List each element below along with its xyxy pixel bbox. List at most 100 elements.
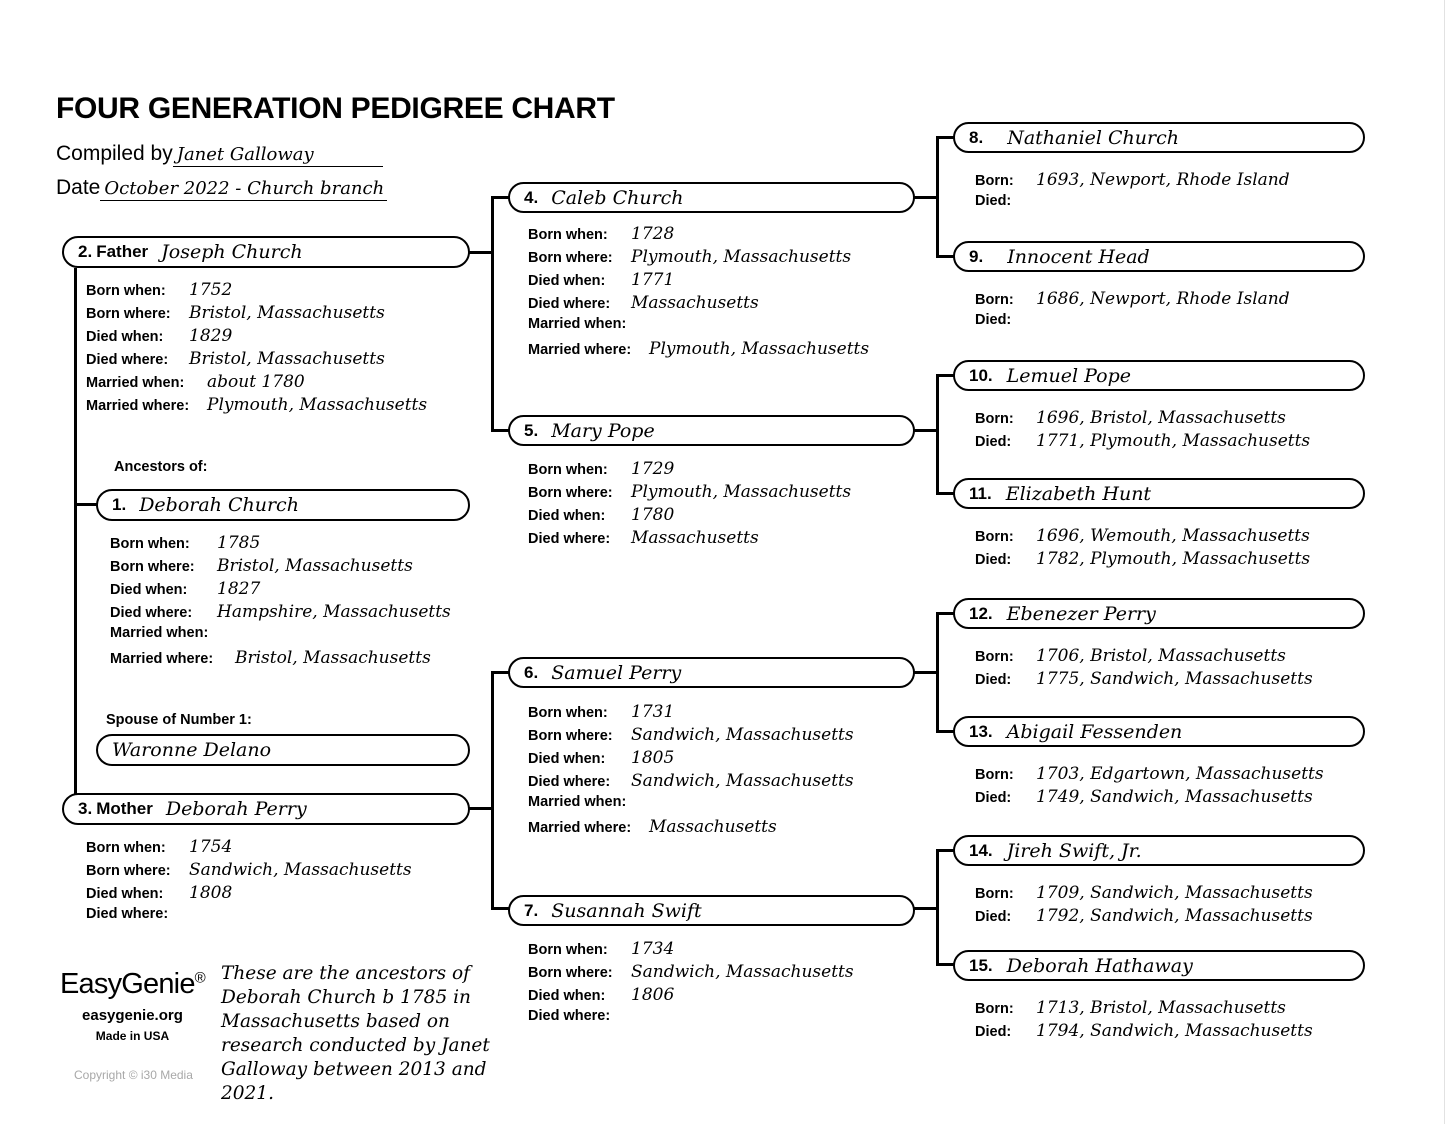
brand-made-in: Made in USA <box>95 1029 170 1043</box>
person-13-number: 13. <box>969 721 993 741</box>
person-box-12[interactable]: 12. Ebenezer Perry <box>953 598 1365 629</box>
person-box-3[interactable]: 3. Mother Deborah Perry <box>62 793 470 825</box>
person-6-fields: Born when:1731 Born where:Sandwich, Mass… <box>528 702 854 840</box>
field-born-where: Born where:Bristol, Massachusetts <box>110 556 413 576</box>
person-13-born[interactable]: 1703, Edgartown, Massachusetts <box>1036 764 1324 784</box>
spouse-name: Waronne Delano <box>112 739 272 761</box>
person-5-died-when[interactable]: 1780 <box>631 505 675 525</box>
person-box-14[interactable]: 14. Jireh Swift, Jr. <box>953 835 1365 866</box>
person-1-born-where[interactable]: Bristol, Massachusetts <box>217 556 413 576</box>
person-3-born-where[interactable]: Sandwich, Massachusetts <box>189 860 412 880</box>
person-box-5[interactable]: 5. Mary Pope <box>508 415 915 446</box>
person-7-born-when[interactable]: 1734 <box>631 939 675 959</box>
person-3-fields: Born when:1754 Born where:Sandwich, Mass… <box>86 837 412 929</box>
person-7-died-when[interactable]: 1806 <box>631 985 675 1005</box>
person-2-born-when[interactable]: 1752 <box>189 280 233 300</box>
person-box-13[interactable]: 13. Abigail Fessenden <box>953 716 1365 747</box>
person-box-2[interactable]: 2. Father Joseph Church <box>62 236 470 268</box>
person-box-1[interactable]: 1. Deborah Church <box>96 489 470 521</box>
person-box-8[interactable]: 8. Nathaniel Church <box>953 122 1365 153</box>
person-4-married-where[interactable]: Plymouth, Massachusetts <box>649 339 870 359</box>
person-10-died[interactable]: 1771, Plymouth, Massachusetts <box>1036 431 1311 451</box>
person-2-married-where[interactable]: Plymouth, Massachusetts <box>207 395 428 415</box>
person-1-died-where[interactable]: Hampshire, Massachusetts <box>217 602 451 622</box>
connector-to-person11 <box>936 492 956 495</box>
person-10-number: 10. <box>969 365 993 385</box>
person-14-born[interactable]: 1709, Sandwich, Massachusetts <box>1036 883 1313 903</box>
person-8-born[interactable]: 1693, Newport, Rhode Island <box>1036 170 1290 190</box>
person-box-7[interactable]: 7. Susannah Swift <box>508 895 915 926</box>
person-6-died-where[interactable]: Sandwich, Massachusetts <box>631 771 854 791</box>
person-3-role: Mother <box>96 799 153 818</box>
person-13-died[interactable]: 1749, Sandwich, Massachusetts <box>1036 787 1313 807</box>
person-1-married-where[interactable]: Bristol, Massachusetts <box>235 648 431 668</box>
person-11-number: 11. <box>969 483 992 503</box>
person-14-died[interactable]: 1792, Sandwich, Massachusetts <box>1036 906 1313 926</box>
person-6-number: 6. <box>524 662 539 682</box>
connector-to-person7 <box>491 907 511 910</box>
person-3-died-when[interactable]: 1808 <box>189 883 233 903</box>
field-died-when: Died when:1829 <box>86 326 233 346</box>
compiled-by-input[interactable]: Janet Galloway <box>172 144 383 167</box>
spouse-box[interactable]: Waronne Delano <box>96 734 470 766</box>
connector-to-person14 <box>936 849 956 852</box>
person-box-9[interactable]: 9. Innocent Head <box>953 241 1365 272</box>
connector-to-person13 <box>936 730 956 733</box>
person-4-died-where[interactable]: Massachusetts <box>631 293 759 313</box>
person-2-died-where[interactable]: Bristol, Massachusetts <box>189 349 385 369</box>
person-15-born[interactable]: 1713, Bristol, Massachusetts <box>1036 998 1286 1018</box>
person-3-number: 3. <box>78 799 93 818</box>
person-5-died-where[interactable]: Massachusetts <box>631 528 759 548</box>
field-died: Died:1792, Sandwich, Massachusetts <box>975 906 1313 926</box>
spouse-label: Spouse of Number 1: <box>106 712 252 728</box>
connector-to-person4 <box>491 196 511 199</box>
copyright-text: Copyright © i30 Media <box>74 1068 193 1082</box>
person-4-born-when[interactable]: 1728 <box>631 224 675 244</box>
person-box-6[interactable]: 6. Samuel Perry <box>508 657 915 688</box>
field-died: Died:1782, Plymouth, Massachusetts <box>975 549 1311 569</box>
person-box-11[interactable]: 11. Elizabeth Hunt <box>953 478 1365 509</box>
person-4-born-where[interactable]: Plymouth, Massachusetts <box>631 247 852 267</box>
person-3-born-when[interactable]: 1754 <box>189 837 233 857</box>
person-11-died[interactable]: 1782, Plymouth, Massachusetts <box>1036 549 1311 569</box>
person-1-died-when[interactable]: 1827 <box>217 579 261 599</box>
brand-website[interactable]: easygenie.org <box>82 1007 183 1024</box>
person-7-born-where[interactable]: Sandwich, Massachusetts <box>631 962 854 982</box>
date-input[interactable]: October 2022 - Church branch <box>100 178 388 201</box>
person-6-born-when[interactable]: 1731 <box>631 702 675 722</box>
person-2-died-when[interactable]: 1829 <box>189 326 233 346</box>
person-5-born-when[interactable]: 1729 <box>631 459 675 479</box>
person-8-fields: Born:1693, Newport, Rhode Island Died: <box>975 170 1290 216</box>
person-2-born-where[interactable]: Bristol, Massachusetts <box>189 303 385 323</box>
person-box-10[interactable]: 10. Lemuel Pope <box>953 360 1365 391</box>
person-2-married-when[interactable]: about 1780 <box>207 372 305 392</box>
compiled-by-label: Compiled by <box>56 142 173 165</box>
person-4-fields: Born when:1728 Born where:Plymouth, Mass… <box>528 224 869 362</box>
person-12-fields: Born:1706, Bristol, Massachusetts Died:1… <box>975 646 1313 692</box>
person-12-name: Ebenezer Perry <box>1006 602 1156 625</box>
person-box-15[interactable]: 15. Deborah Hathaway <box>953 950 1365 981</box>
connector-to-person10 <box>936 374 956 377</box>
person-9-born[interactable]: 1686, Newport, Rhode Island <box>1036 289 1290 309</box>
person-3-name: Deborah Perry <box>165 798 307 820</box>
person-12-died[interactable]: 1775, Sandwich, Massachusetts <box>1036 669 1313 689</box>
person-9-number: 9. <box>969 246 984 266</box>
person-10-born[interactable]: 1696, Bristol, Massachusetts <box>1036 408 1286 428</box>
field-born-where: Born where:Bristol, Massachusetts <box>86 303 385 323</box>
field-died-when: Died when:1780 <box>528 505 675 525</box>
connector-to-person9 <box>936 255 956 258</box>
person-6-born-where[interactable]: Sandwich, Massachusetts <box>631 725 854 745</box>
person-13-name: Abigail Fessenden <box>1006 720 1183 743</box>
person-5-number: 5. <box>524 420 539 440</box>
person-1-born-when[interactable]: 1785 <box>217 533 261 553</box>
person-5-born-where[interactable]: Plymouth, Massachusetts <box>631 482 852 502</box>
person-12-born[interactable]: 1706, Bristol, Massachusetts <box>1036 646 1286 666</box>
person-6-married-where[interactable]: Massachusetts <box>649 817 777 837</box>
field-died-where: Died where:Hampshire, Massachusetts <box>110 602 451 622</box>
person-11-born[interactable]: 1696, Wemouth, Massachusetts <box>1036 526 1310 546</box>
person-4-died-when[interactable]: 1771 <box>631 270 675 290</box>
person-box-4[interactable]: 4. Caleb Church <box>508 182 915 213</box>
person-15-died[interactable]: 1794, Sandwich, Massachusetts <box>1036 1021 1313 1041</box>
person-6-died-when[interactable]: 1805 <box>631 748 675 768</box>
